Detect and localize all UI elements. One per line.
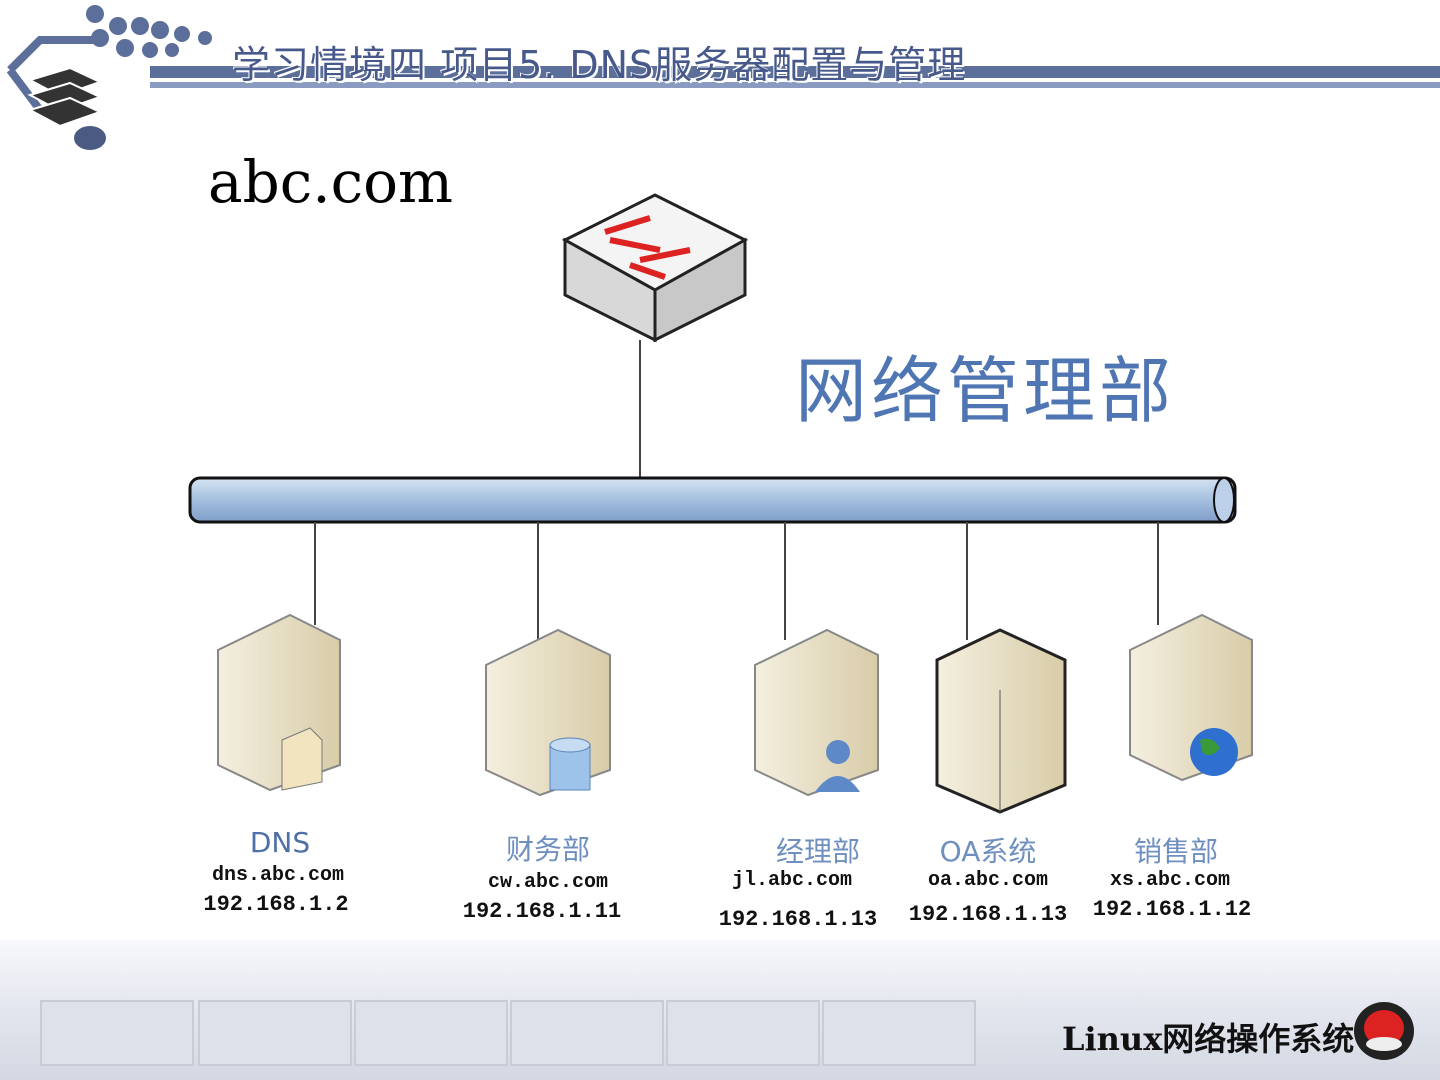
node-name: 销售部 bbox=[1133, 835, 1218, 868]
department-label: 网络管理部 bbox=[795, 349, 1176, 433]
redhat-logo-icon bbox=[1354, 1002, 1414, 1060]
node-name: 经理部 bbox=[775, 835, 860, 868]
node-host: jl.abc.com bbox=[731, 869, 853, 892]
user-server-icon bbox=[754, 628, 879, 797]
network-bus bbox=[188, 476, 1237, 524]
node-host: xs.abc.com bbox=[1109, 869, 1231, 892]
film-frame bbox=[198, 1000, 352, 1066]
slide-title: 学习情境四 项目5. DNS服务器配置与管理 bbox=[232, 43, 967, 87]
domain-label: abc.com bbox=[208, 148, 454, 216]
drop-lines bbox=[314, 522, 1159, 640]
node-ip: 192.168.1.2 bbox=[203, 892, 349, 917]
film-frame bbox=[510, 1000, 664, 1066]
books-mouse-icon bbox=[6, 5, 212, 150]
node-host: dns.abc.com bbox=[211, 864, 345, 887]
footer-text: Linux网络操作系统 bbox=[1062, 1020, 1355, 1058]
film-frame bbox=[354, 1000, 508, 1066]
film-frame bbox=[666, 1000, 820, 1066]
node-name: 财务部 bbox=[505, 833, 590, 866]
node-ip: 192.168.1.12 bbox=[1092, 897, 1252, 922]
network-diagram bbox=[188, 193, 1253, 814]
node-name: DNS bbox=[249, 826, 311, 859]
folder-server-icon bbox=[217, 613, 341, 792]
cabinet-server-icon bbox=[935, 628, 1067, 814]
node-host: oa.abc.com bbox=[927, 869, 1049, 892]
title-bar bbox=[150, 62, 1440, 92]
node-ip: 192.168.1.11 bbox=[462, 899, 622, 924]
node-ip: 192.168.1.13 bbox=[718, 907, 878, 932]
node-ip: 192.168.1.13 bbox=[908, 902, 1068, 927]
film-frame bbox=[40, 1000, 194, 1066]
node-host: cw.abc.com bbox=[487, 871, 609, 894]
node-name: OA系统 bbox=[939, 835, 1037, 868]
globe-server-icon bbox=[1129, 613, 1253, 782]
database-server-icon bbox=[485, 628, 611, 797]
network-switch-icon bbox=[561, 193, 749, 343]
film-frame bbox=[822, 1000, 976, 1066]
